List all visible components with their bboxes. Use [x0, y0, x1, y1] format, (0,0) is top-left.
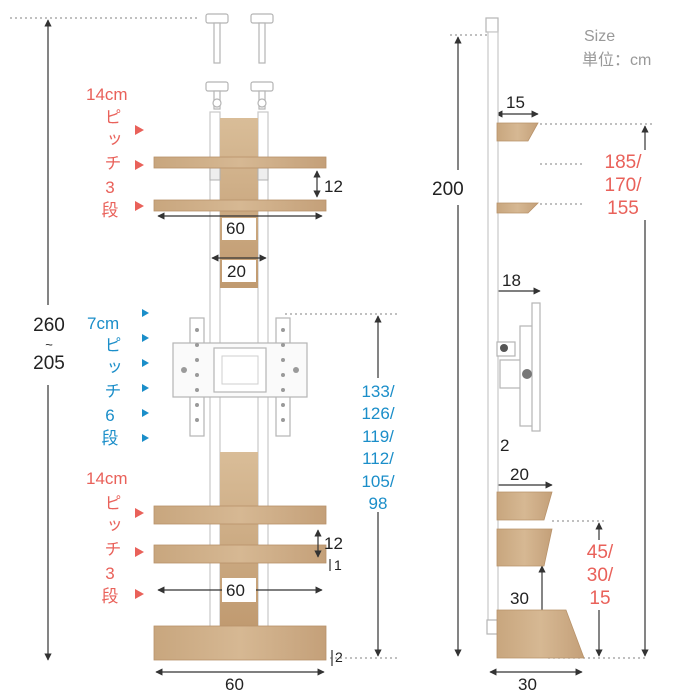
side-upper-height: 185/ [604, 152, 642, 173]
tv-height: 133/ [361, 382, 395, 401]
pitch-arrow [135, 125, 144, 135]
size-label: Size [584, 28, 616, 45]
lower-depth-label: 20 [510, 465, 529, 484]
side-lower-heights: 45/ 30/ 15 [572, 542, 628, 611]
upper-gap-label: 12 [324, 177, 343, 196]
lower-pitch-word: ピッチ [101, 494, 121, 563]
lower-thickness-label: 1 [334, 557, 342, 573]
tv-mount [172, 317, 308, 437]
upper-pitch-unit: 段 [101, 200, 119, 220]
tv-depth-label: 18 [502, 271, 521, 290]
tv-pitch-unit: 段 [101, 428, 119, 448]
pitch-arrow [135, 201, 144, 211]
lower-shelf [153, 544, 327, 564]
total-height-tilde: ~ [45, 337, 53, 353]
base-thickness-label: 2 [335, 649, 343, 665]
base-board [153, 625, 327, 661]
upper-depth-label: 15 [506, 93, 525, 112]
side-upper-heights: 185/ 170/ 155 [584, 152, 662, 221]
bracket [257, 167, 269, 181]
side-lower-height: 45/ [586, 542, 614, 563]
pole-width-label: 20 [227, 262, 246, 281]
side-upper-height: 155 [607, 197, 639, 219]
pitch-arrow [135, 160, 144, 170]
upper-width-label: 60 [226, 219, 245, 238]
side-lower-shelf [496, 528, 553, 567]
pitch-arrow [142, 434, 149, 442]
upper-pitch-steps: 3 [105, 178, 115, 197]
front-view [10, 13, 398, 676]
tv-height: 126/ [361, 404, 395, 424]
side-tv-mount [496, 302, 541, 432]
lower-shelf [153, 505, 327, 525]
unit-label: 単位：cm [582, 52, 652, 69]
base-depth-label: 30 [518, 675, 537, 694]
pitch-arrow [135, 508, 144, 518]
lower-pitch-steps: 3 [105, 564, 115, 583]
tv-height: 119/ [362, 426, 394, 446]
lower-gap-label: 12 [324, 534, 343, 553]
label-bg [222, 578, 256, 602]
side-lower-height: 30/ [586, 564, 614, 586]
tv-gap-label: 2 [500, 436, 510, 455]
pitch-arrow [135, 589, 144, 599]
tv-height-list: 133/ 126/ 119/ 112/ 105/ 98 [340, 381, 416, 516]
tv-height: 98 [368, 494, 388, 514]
pitch-arrow [135, 547, 144, 557]
side-height-label: 200 [432, 178, 464, 201]
lower-width-label: 60 [226, 581, 245, 600]
side-lower-shelf [496, 491, 553, 521]
total-height-bottom: 205 [33, 353, 65, 375]
side-pole [487, 31, 499, 633]
tv-pitch-word: ピッチ [101, 336, 121, 405]
side-base [496, 609, 585, 659]
label-bg [222, 260, 256, 282]
upper-shelf [153, 156, 327, 169]
upper-pitch-text: ピッチ 3 段 [97, 108, 123, 223]
lower-pitch-unit: 段 [101, 586, 119, 606]
side-view [450, 17, 655, 676]
side-lower-height: 15 [589, 587, 611, 609]
label-bg [222, 218, 256, 240]
side-ceiling-cap [485, 17, 499, 33]
side-upper-shelf [496, 122, 539, 142]
pitch-arrow [142, 409, 149, 417]
pitch-arrow [142, 359, 149, 367]
pitch-arrow [142, 384, 149, 392]
floor-shelf-height-label: 30 [510, 589, 529, 608]
lower-pitch-value: 14cm [86, 469, 128, 488]
total-height-label: 260 ~ 205 [24, 313, 74, 376]
bracket [209, 167, 221, 181]
tv-pitch-value: 7cm [87, 314, 120, 333]
lower-pitch-text: ピッチ 3 段 [97, 494, 123, 609]
upper-shelf [153, 199, 327, 212]
side-upper-shelf [496, 202, 539, 214]
tv-height: 105/ [361, 471, 395, 491]
upper-pitch-value: 14cm [86, 85, 128, 104]
side-upper-height: 170/ [604, 174, 642, 196]
tv-pitch-text: ピッチ 6 段 [97, 336, 123, 451]
pitch-arrow [142, 334, 149, 342]
pitch-arrow [142, 309, 149, 317]
upper-pitch-word: ピッチ [101, 108, 121, 177]
ceiling-fixtures [205, 13, 274, 110]
tv-pitch-steps: 6 [105, 406, 115, 425]
base-width-label: 60 [225, 675, 244, 694]
tv-height: 112/ [362, 449, 394, 469]
total-height-top: 260 [33, 315, 65, 336]
